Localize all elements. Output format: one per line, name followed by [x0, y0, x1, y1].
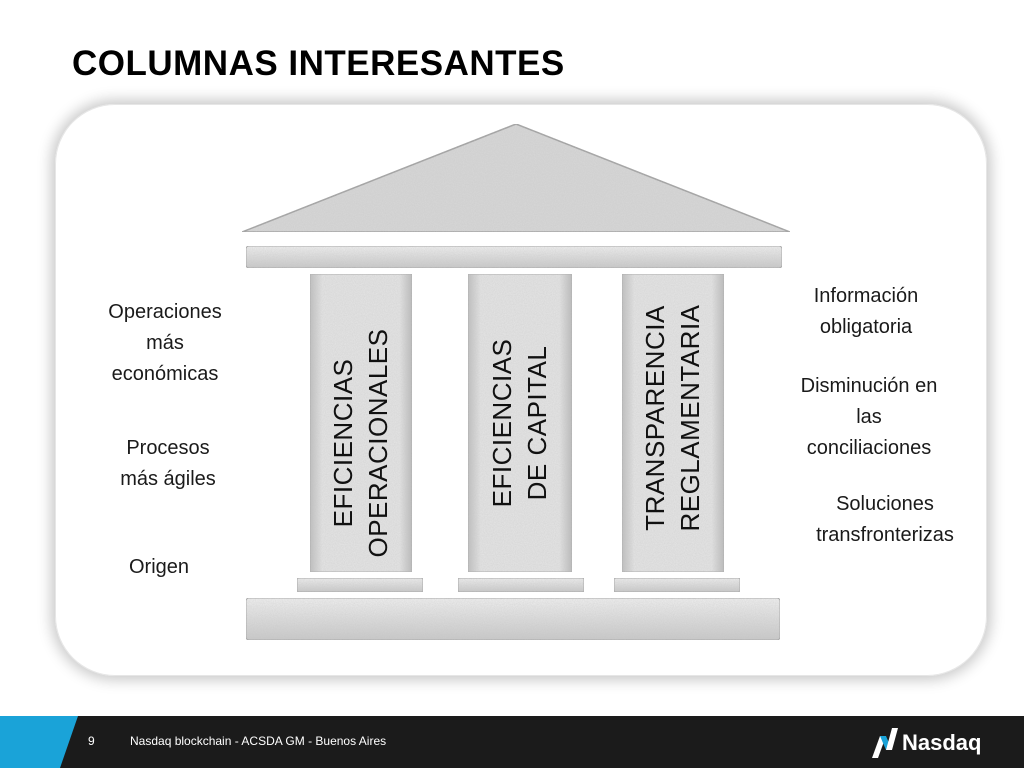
column-base-1: [296, 577, 424, 593]
temple-entablature: [245, 245, 783, 269]
column-label-2: EFICIENCIAS DE CAPITAL: [487, 338, 552, 508]
nasdaq-logo-icon: [872, 728, 898, 758]
column-2: [467, 273, 573, 573]
column-1: [309, 273, 413, 573]
footer-bar: 9 Nasdaq blockchain - ACSDA GM - Buenos …: [0, 716, 1024, 768]
column-label-3: TRANSPARENCIA REGLAMENTARIA: [640, 304, 705, 532]
footer-accent: [0, 716, 78, 768]
temple-roof: [241, 123, 791, 233]
right-item-1: Información obligatoria: [813, 285, 919, 338]
left-item-3: Origen: [128, 556, 190, 578]
right-item-3: Soluciones transfronterizas: [816, 493, 954, 546]
left-item-1: Operaciones más económicas: [108, 301, 222, 385]
column-label-1: EFICIENCIAS OPERACIONALES: [328, 328, 393, 558]
page-number: 9: [88, 734, 95, 748]
nasdaq-logo-text: Nasdaq: [902, 730, 982, 755]
column-base-3: [613, 577, 741, 593]
slide-title: COLUMNAS INTERESANTES: [72, 44, 565, 83]
temple-foundation: [245, 597, 781, 641]
left-item-2: Procesos más ágiles: [120, 437, 216, 490]
column-base-2: [457, 577, 585, 593]
right-item-2: Disminución en las conciliaciones: [800, 375, 938, 459]
column-3: [621, 273, 725, 573]
footer-text: Nasdaq blockchain - ACSDA GM - Buenos Ai…: [130, 734, 387, 748]
